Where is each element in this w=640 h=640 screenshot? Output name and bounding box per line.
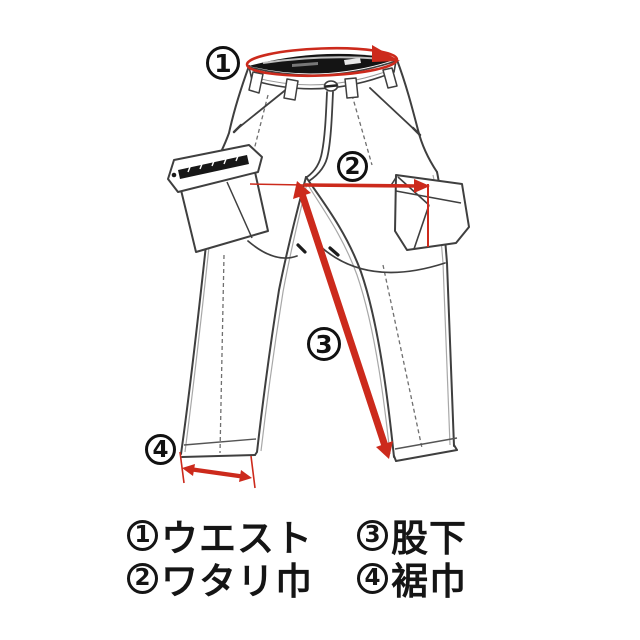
callout-3-inseam: 3 <box>307 327 341 361</box>
fly-seam <box>306 91 334 182</box>
legend-item-inseam: 3 股下 <box>357 508 467 562</box>
legend-num-1: 1 <box>127 519 158 551</box>
legend-label-inseam: 股下 <box>391 517 467 560</box>
left-leg-crease <box>219 254 225 454</box>
belt-loops <box>248 67 398 101</box>
waist-measure-arrow <box>245 45 400 78</box>
legend-label-thigh-width: ワタリ巾 <box>161 560 313 603</box>
left-pocket-strap <box>178 155 249 179</box>
callout-2-thigh-width: 2 <box>337 151 368 182</box>
legend-item-waist: 1 ウエスト <box>127 508 313 562</box>
thigh-measure-arrow <box>249 179 430 247</box>
legend-num-4: 4 <box>357 562 388 594</box>
legend-item-hem-width: 4 裾巾 <box>357 551 467 605</box>
legend-label-hem-width: 裾巾 <box>391 560 467 603</box>
legend-num-2: 2 <box>127 562 158 594</box>
hem-measure-arrow <box>179 451 256 489</box>
legend-label-waist: ウエスト <box>161 517 313 560</box>
right-leg-crease <box>382 264 423 449</box>
callout-1-waist: 1 <box>206 46 240 80</box>
legend-item-thigh-width: 2 ワタリ巾 <box>127 551 313 605</box>
legend-num-3: 3 <box>357 519 388 551</box>
inseam-measure-arrow <box>293 181 393 459</box>
front-pocket-lines <box>232 87 422 137</box>
waistband <box>247 53 398 101</box>
hem-stitching <box>183 437 458 450</box>
pants-outline <box>180 55 458 462</box>
callout-4-hem-width: 4 <box>145 434 176 465</box>
left-cargo-pocket <box>167 144 269 253</box>
